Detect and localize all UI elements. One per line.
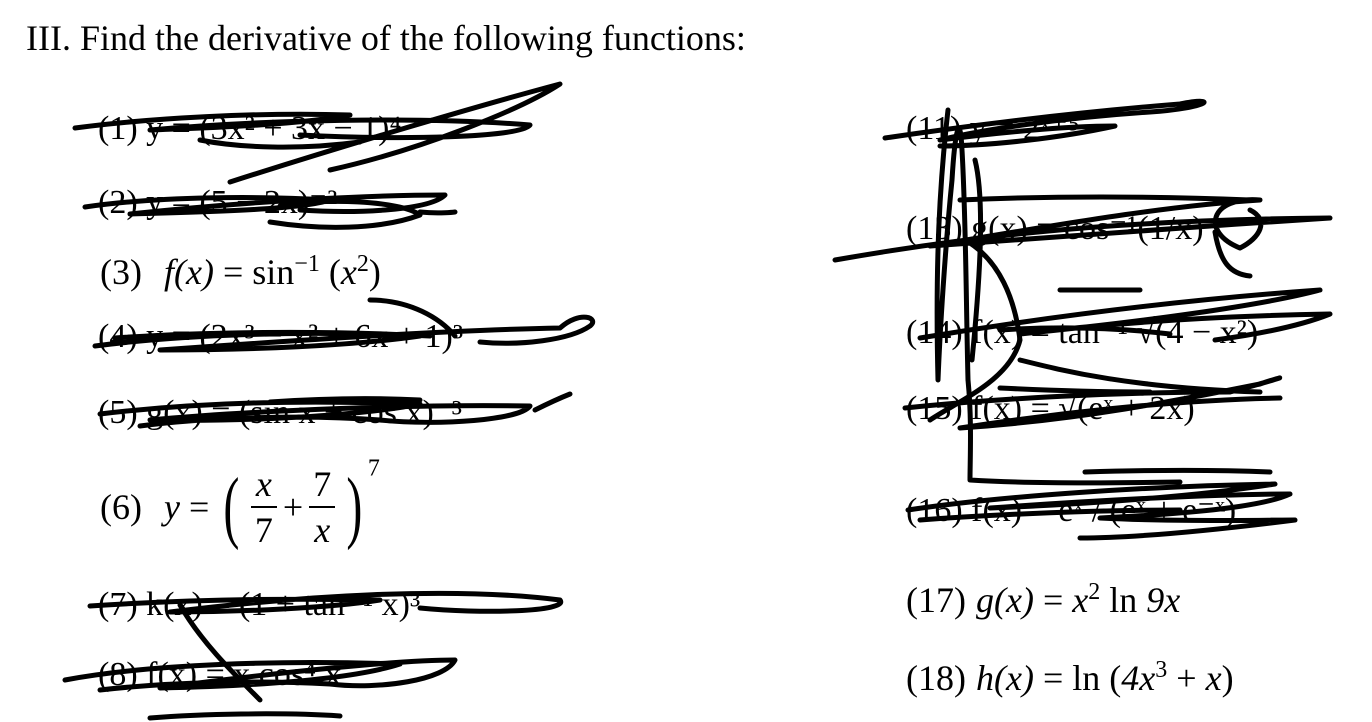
function-name: sin (252, 252, 295, 292)
scribble-7 (87, 590, 564, 703)
fraction-b-denominator: x (314, 510, 331, 550)
outer-power: 7 (367, 455, 380, 482)
problem-lhs: h(x) (975, 658, 1034, 698)
fraction-a-numerator: x (255, 464, 272, 504)
problem-3: (3)f(x) = sin−1 (x2) (100, 251, 381, 292)
scribble-4 (92, 297, 595, 353)
argument: x (340, 252, 357, 292)
problem-number: (6) (100, 487, 142, 527)
problem-18: (18)h(x) = ln (4x3 + x) (906, 657, 1234, 698)
base-power: 2 (1088, 579, 1101, 605)
scribble-long-loop (927, 107, 1263, 486)
argument: 9x (1146, 580, 1181, 620)
argument-term-1-power: 3 (1155, 657, 1168, 683)
scribble-8 (62, 657, 458, 721)
problem-17: (17)g(x) = x2 ln 9x (906, 579, 1181, 620)
scribble-2 (82, 192, 458, 230)
scribble-16 (905, 468, 1298, 541)
scribble-14 (917, 287, 1333, 343)
problem-number: (17) (906, 580, 966, 620)
argument-term-1: 4x (1121, 658, 1156, 698)
scribble-13 (832, 194, 1333, 279)
problem-lhs: g(x) (975, 580, 1034, 620)
scribble-11 (882, 98, 1207, 149)
function-name: ln (1072, 658, 1101, 698)
fraction-a-denominator: 7 (254, 510, 273, 550)
problem-number: (18) (906, 658, 966, 698)
inverse-superscript: −1 (294, 251, 320, 277)
fraction-b-numerator: 7 (313, 464, 332, 504)
function-name: ln (1109, 580, 1138, 620)
scribble-1 (72, 81, 563, 185)
section-heading: III. Find the derivative of the followin… (26, 18, 746, 58)
problem-lhs: y (163, 487, 180, 527)
base-variable: x (1072, 580, 1089, 620)
scribble-5 (97, 391, 573, 429)
argument-term-2: x (1205, 658, 1222, 698)
problem-lhs: f(x) (163, 252, 214, 292)
problem-number: (3) (100, 252, 142, 292)
argument-power: 2 (356, 251, 369, 277)
